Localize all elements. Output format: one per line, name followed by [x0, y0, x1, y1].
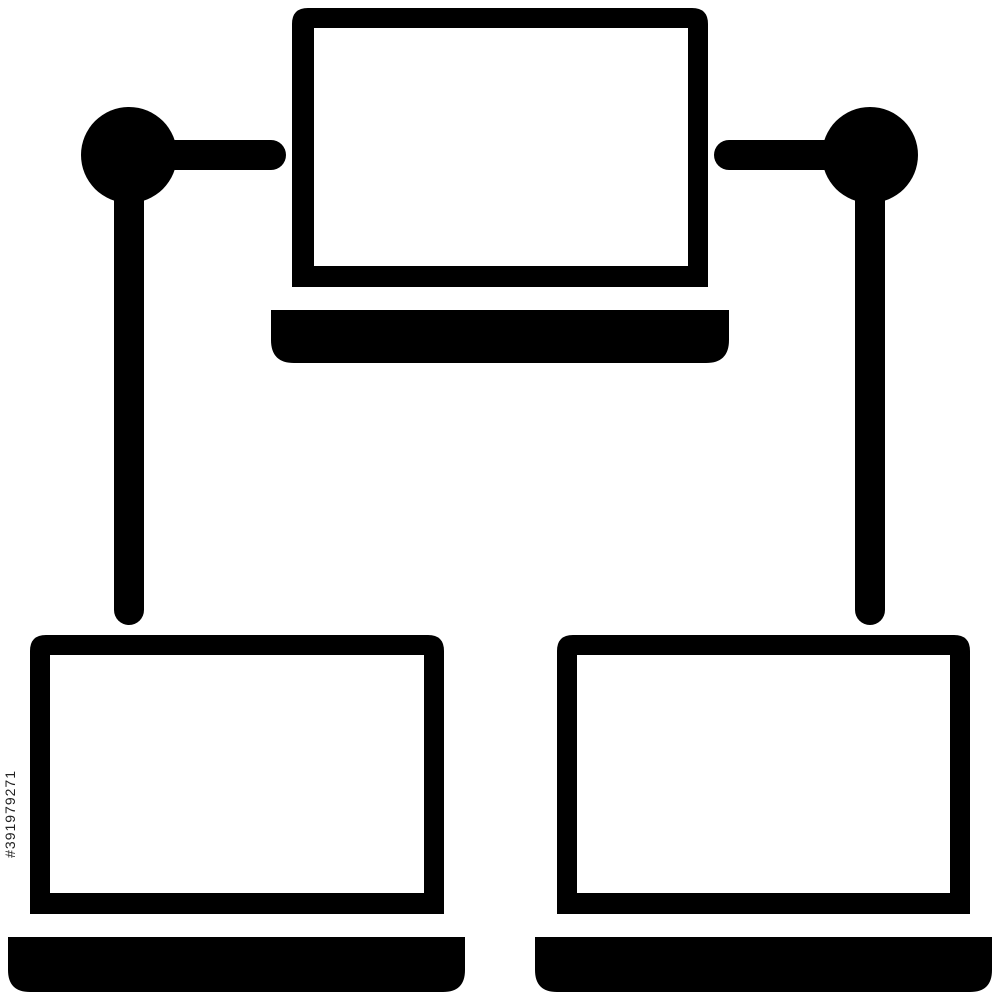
network-diagram: [8, 8, 992, 992]
top-laptop-base: [271, 310, 729, 363]
right-horizontal-link: [714, 140, 840, 170]
right-connector: [714, 107, 918, 625]
left-node: [81, 107, 177, 203]
stock-id-watermark: #391979271: [2, 770, 18, 858]
left-horizontal-link: [160, 140, 286, 170]
bottom-left-laptop-screen: [30, 635, 444, 914]
top-laptop-icon: [271, 8, 729, 363]
bottom-right-laptop-screen: [557, 635, 970, 914]
bottom-left-laptop-icon: [8, 635, 465, 992]
top-laptop-screen: [292, 8, 708, 287]
bottom-left-laptop-base: [8, 937, 465, 992]
left-vertical-link: [114, 170, 144, 625]
bottom-right-laptop-icon: [535, 635, 992, 992]
left-connector: [81, 107, 286, 625]
bottom-right-laptop-base: [535, 937, 992, 992]
right-vertical-link: [855, 170, 885, 625]
right-node: [822, 107, 918, 203]
